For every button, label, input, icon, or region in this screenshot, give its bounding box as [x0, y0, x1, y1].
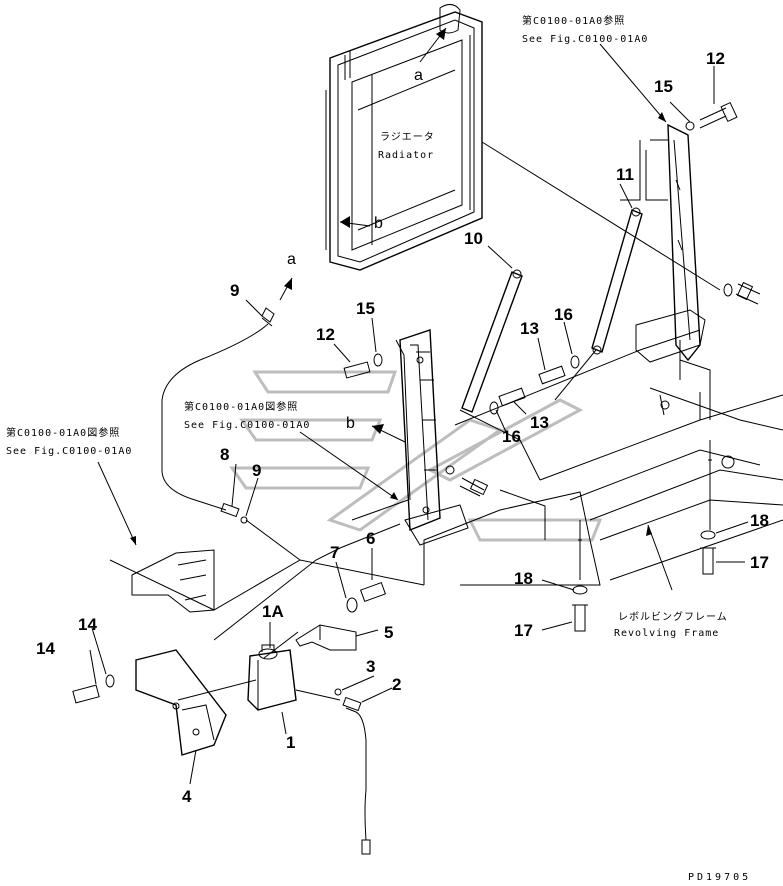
strut-12-right — [591, 207, 643, 355]
ref-top-right-en: See Fig.C0100-01A0 — [522, 34, 648, 45]
letter-markers: a b a b — [287, 67, 423, 432]
arrow-b-frame — [371, 424, 406, 443]
ref-middle-jp: 第C0100-01A0図参照 — [184, 400, 298, 413]
bolt-17-right — [700, 530, 716, 575]
callout-3: 3 — [366, 657, 375, 676]
watermark-logo — [229, 370, 603, 542]
revolving-frame — [423, 329, 783, 586]
bolt-6 — [346, 581, 387, 613]
label-revolving-frame-jp: レボルビングフレーム — [618, 610, 728, 623]
callout-17-middle: 17 — [514, 621, 533, 640]
callout-5: 5 — [384, 623, 393, 642]
callout-15-top: 15 — [654, 77, 673, 96]
radiator-leader — [481, 141, 721, 291]
leader-lines — [109, 140, 711, 701]
callout-17-right: 17 — [750, 553, 769, 572]
callout-6: 6 — [366, 529, 375, 548]
callout-8: 8 — [220, 445, 229, 464]
ref-top-right-jp: 第C0100-01A0参照 — [522, 14, 625, 27]
callout-numbers: 12 15 11 10 9 15 12 16 13 13 16 8 9 7 6 … — [36, 49, 769, 806]
strut-12-middle — [461, 269, 523, 413]
bolt-13-lower — [489, 387, 526, 415]
callout-16-upper: 16 — [554, 305, 573, 324]
callout-12-middle: 10 — [464, 229, 483, 248]
arrow-b-radiator — [339, 216, 371, 228]
bolt-14-top — [685, 101, 738, 131]
radiator-drawing — [325, 4, 483, 271]
part-labels: ラジエータ Radiator レボルビングフレーム Revolving Fram… — [378, 131, 728, 639]
bracket-plate-4 — [135, 649, 227, 756]
callout-14-middle: 12 — [316, 325, 335, 344]
ref-left-en: See Fig.C0100-01A0 — [6, 446, 132, 457]
callout-12-right: 11 — [616, 165, 634, 184]
letter-a-hose: a — [287, 251, 296, 268]
hose-upper — [161, 307, 275, 524]
callout-13-upper: 13 — [520, 319, 539, 338]
figure-code: PD19705 — [688, 872, 751, 883]
reserve-tank-1 — [247, 644, 297, 711]
letter-b-radiator: b — [374, 215, 383, 232]
label-radiator-jp: ラジエータ — [380, 131, 435, 143]
center-bracket — [395, 329, 489, 546]
callout-7: 7 — [330, 543, 339, 562]
bracket-5 — [295, 624, 357, 651]
callout-4: 4 — [182, 787, 192, 806]
reference-texts: 第C0100-01A0参照 See Fig.C0100-01A0 第C0100-… — [6, 14, 648, 457]
letter-b-frame: b — [346, 415, 355, 432]
callout-18-right: 18 — [750, 511, 769, 530]
left-bracket — [131, 549, 215, 613]
callout-9-upper: 9 — [230, 281, 239, 300]
callout-1: 1 — [286, 733, 295, 752]
hose-lower — [334, 688, 371, 855]
callout-14-top: 12 — [706, 49, 725, 68]
label-radiator-en: Radiator — [378, 150, 434, 161]
bolt-17-middle — [572, 585, 588, 632]
callout-2: 2 — [392, 675, 401, 694]
ref-middle-en: See Fig.C0100-01A0 — [184, 420, 310, 431]
callout-15-middle: 15 — [356, 299, 375, 318]
label-revolving-frame-en: Revolving Frame — [614, 628, 719, 639]
bolt-10 — [72, 674, 115, 704]
callout-leaders — [89, 66, 749, 785]
arrow-a-top — [419, 27, 447, 63]
callout-16-lower: 16 — [502, 427, 521, 446]
right-stay-bracket — [635, 123, 706, 380]
callout-13-lower: 13 — [530, 413, 549, 432]
callout-10: 14 — [36, 639, 55, 658]
letter-a-top: a — [414, 67, 423, 84]
bolt-13-upper — [538, 355, 580, 385]
arrow-a-hose — [279, 277, 293, 301]
bolt-right — [723, 281, 761, 305]
ref-left-jp: 第C0100-01A0図参照 — [6, 426, 120, 439]
callout-11: 14 — [78, 615, 97, 634]
callout-1A: 1A — [262, 602, 284, 621]
callout-18-middle: 18 — [514, 569, 533, 588]
bolt-14-middle — [343, 353, 383, 379]
callout-9-lower: 9 — [252, 461, 261, 480]
reference-pointers — [97, 43, 673, 591]
